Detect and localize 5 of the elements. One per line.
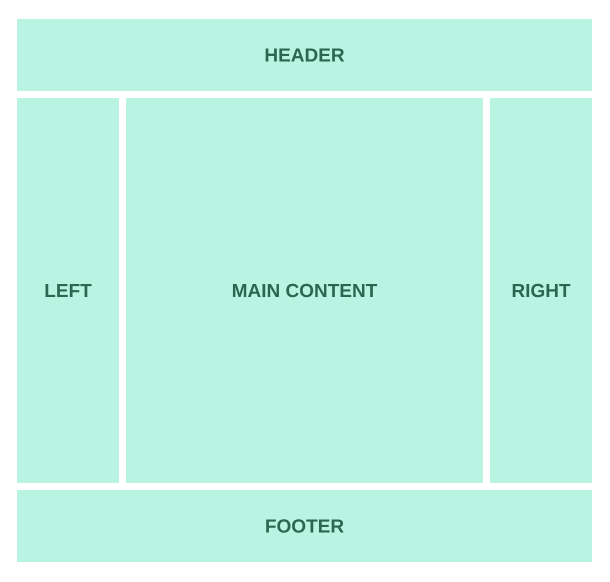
layout-region: RIGHT <box>490 98 592 483</box>
layout-region: FOOTER <box>17 490 592 562</box>
layout-region: HEADER <box>17 19 592 91</box>
layout-region: LEFT <box>17 98 119 483</box>
layout-region: MAIN CONTENT <box>126 98 483 483</box>
